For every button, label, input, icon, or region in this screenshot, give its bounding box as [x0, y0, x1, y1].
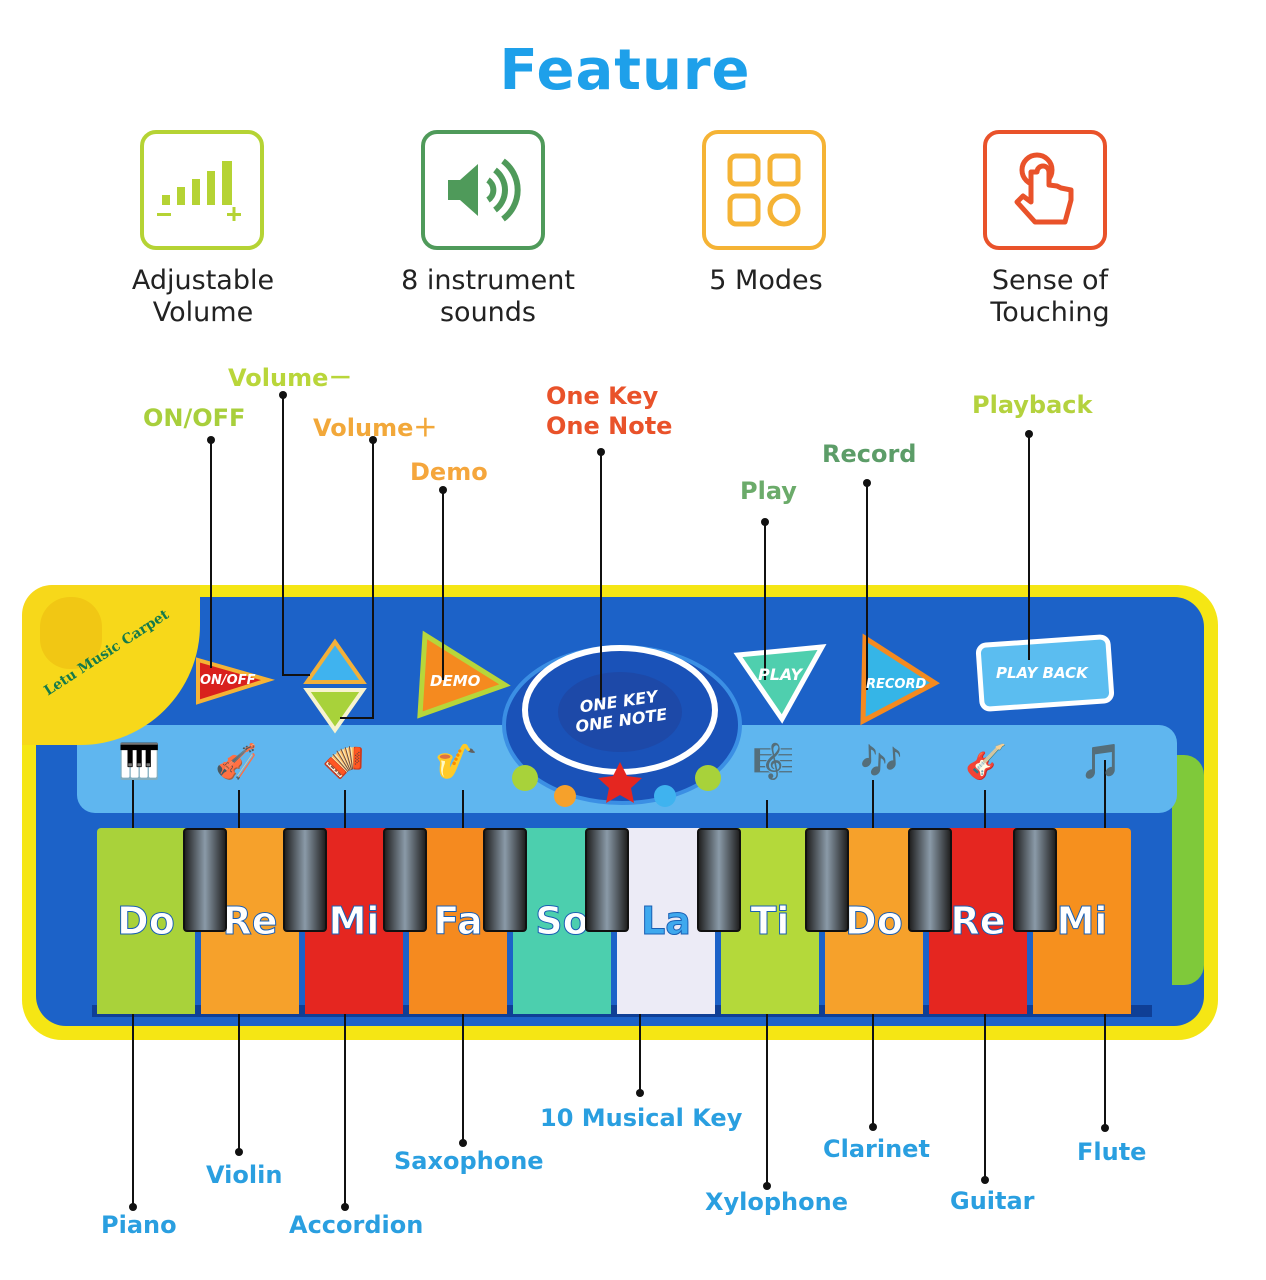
black-key[interactable]: [383, 828, 427, 932]
black-key[interactable]: [585, 828, 629, 932]
demo-button[interactable]: [417, 630, 511, 719]
feature-touch-box: [983, 130, 1107, 250]
feature-label: Adjustable Volume: [131, 265, 275, 328]
black-key[interactable]: [183, 828, 227, 932]
accordion-icon: 🪗: [322, 742, 365, 782]
feature-label: 5 Modes: [709, 265, 823, 296]
feature-label: Sense of Touching: [990, 265, 1110, 328]
black-key[interactable]: [283, 828, 327, 932]
clarinet-icon: 🎶: [860, 742, 903, 782]
feature-sound-box: [421, 130, 545, 250]
callout-one-key: One Key: [546, 382, 659, 410]
feature-label: 8 instrument sounds: [401, 265, 575, 328]
piano-key[interactable]: Do: [97, 828, 195, 1014]
violin-icon: 🎻: [215, 742, 258, 782]
saxophone-icon: 🎷: [435, 742, 478, 782]
xylophone-icon: 🎼: [752, 742, 795, 782]
star-icon: [598, 762, 642, 803]
play-button[interactable]: [733, 644, 827, 724]
playback-button[interactable]: [975, 634, 1115, 712]
feature-modes-box: [702, 130, 826, 250]
callout-demo: Demo: [410, 458, 488, 486]
record-label: RECORD: [866, 677, 927, 692]
callout-musical-keys: 10 Musical Key: [540, 1104, 743, 1132]
touch-hand-icon: [1014, 152, 1074, 225]
callout-saxophone: Saxophone: [394, 1147, 544, 1175]
black-key[interactable]: [908, 828, 952, 932]
black-key[interactable]: [805, 828, 849, 932]
feature-volume-box: [140, 130, 264, 250]
grid-modes-icon: [727, 153, 801, 227]
callout-volume-down: Volume－: [228, 364, 353, 392]
callout-record: Record: [822, 440, 917, 468]
callout-volume-up: Volume＋: [313, 414, 438, 442]
volume-up-button[interactable]: [303, 688, 367, 734]
callout-on-off: ON/OFF: [143, 404, 246, 432]
piano-key[interactable]: Re: [929, 828, 1027, 1014]
volume-down-button[interactable]: [303, 638, 367, 684]
callout-xylophone: Xylophone: [705, 1188, 848, 1216]
callout-accordion: Accordion: [289, 1211, 424, 1239]
playback-label: PLAY BACK: [996, 664, 1088, 682]
guitar-icon: 🎸: [965, 742, 1008, 782]
play-label: PLAY: [758, 665, 803, 684]
callout-flute: Flute: [1077, 1138, 1147, 1166]
callout-playback: Playback: [972, 391, 1093, 419]
on-off-label: ON/OFF: [200, 673, 256, 688]
page-title: Feature: [499, 38, 751, 103]
piano-icon: 🎹: [118, 742, 161, 782]
demo-label: DEMO: [430, 672, 481, 690]
record-button[interactable]: [860, 633, 940, 726]
callout-guitar: Guitar: [950, 1187, 1035, 1215]
black-key[interactable]: [1013, 828, 1057, 932]
callout-piano: Piano: [101, 1211, 177, 1239]
callout-violin: Violin: [206, 1161, 283, 1189]
on-off-button[interactable]: [196, 657, 275, 705]
volume-bars-icon: [157, 161, 241, 221]
speaker-icon: [448, 158, 521, 222]
black-key[interactable]: [697, 828, 741, 932]
callout-clarinet: Clarinet: [823, 1135, 930, 1163]
flute-icon: 🎵: [1080, 742, 1123, 782]
callout-play: Play: [740, 477, 797, 505]
callout-one-note: One Note: [546, 412, 673, 440]
black-key[interactable]: [483, 828, 527, 932]
